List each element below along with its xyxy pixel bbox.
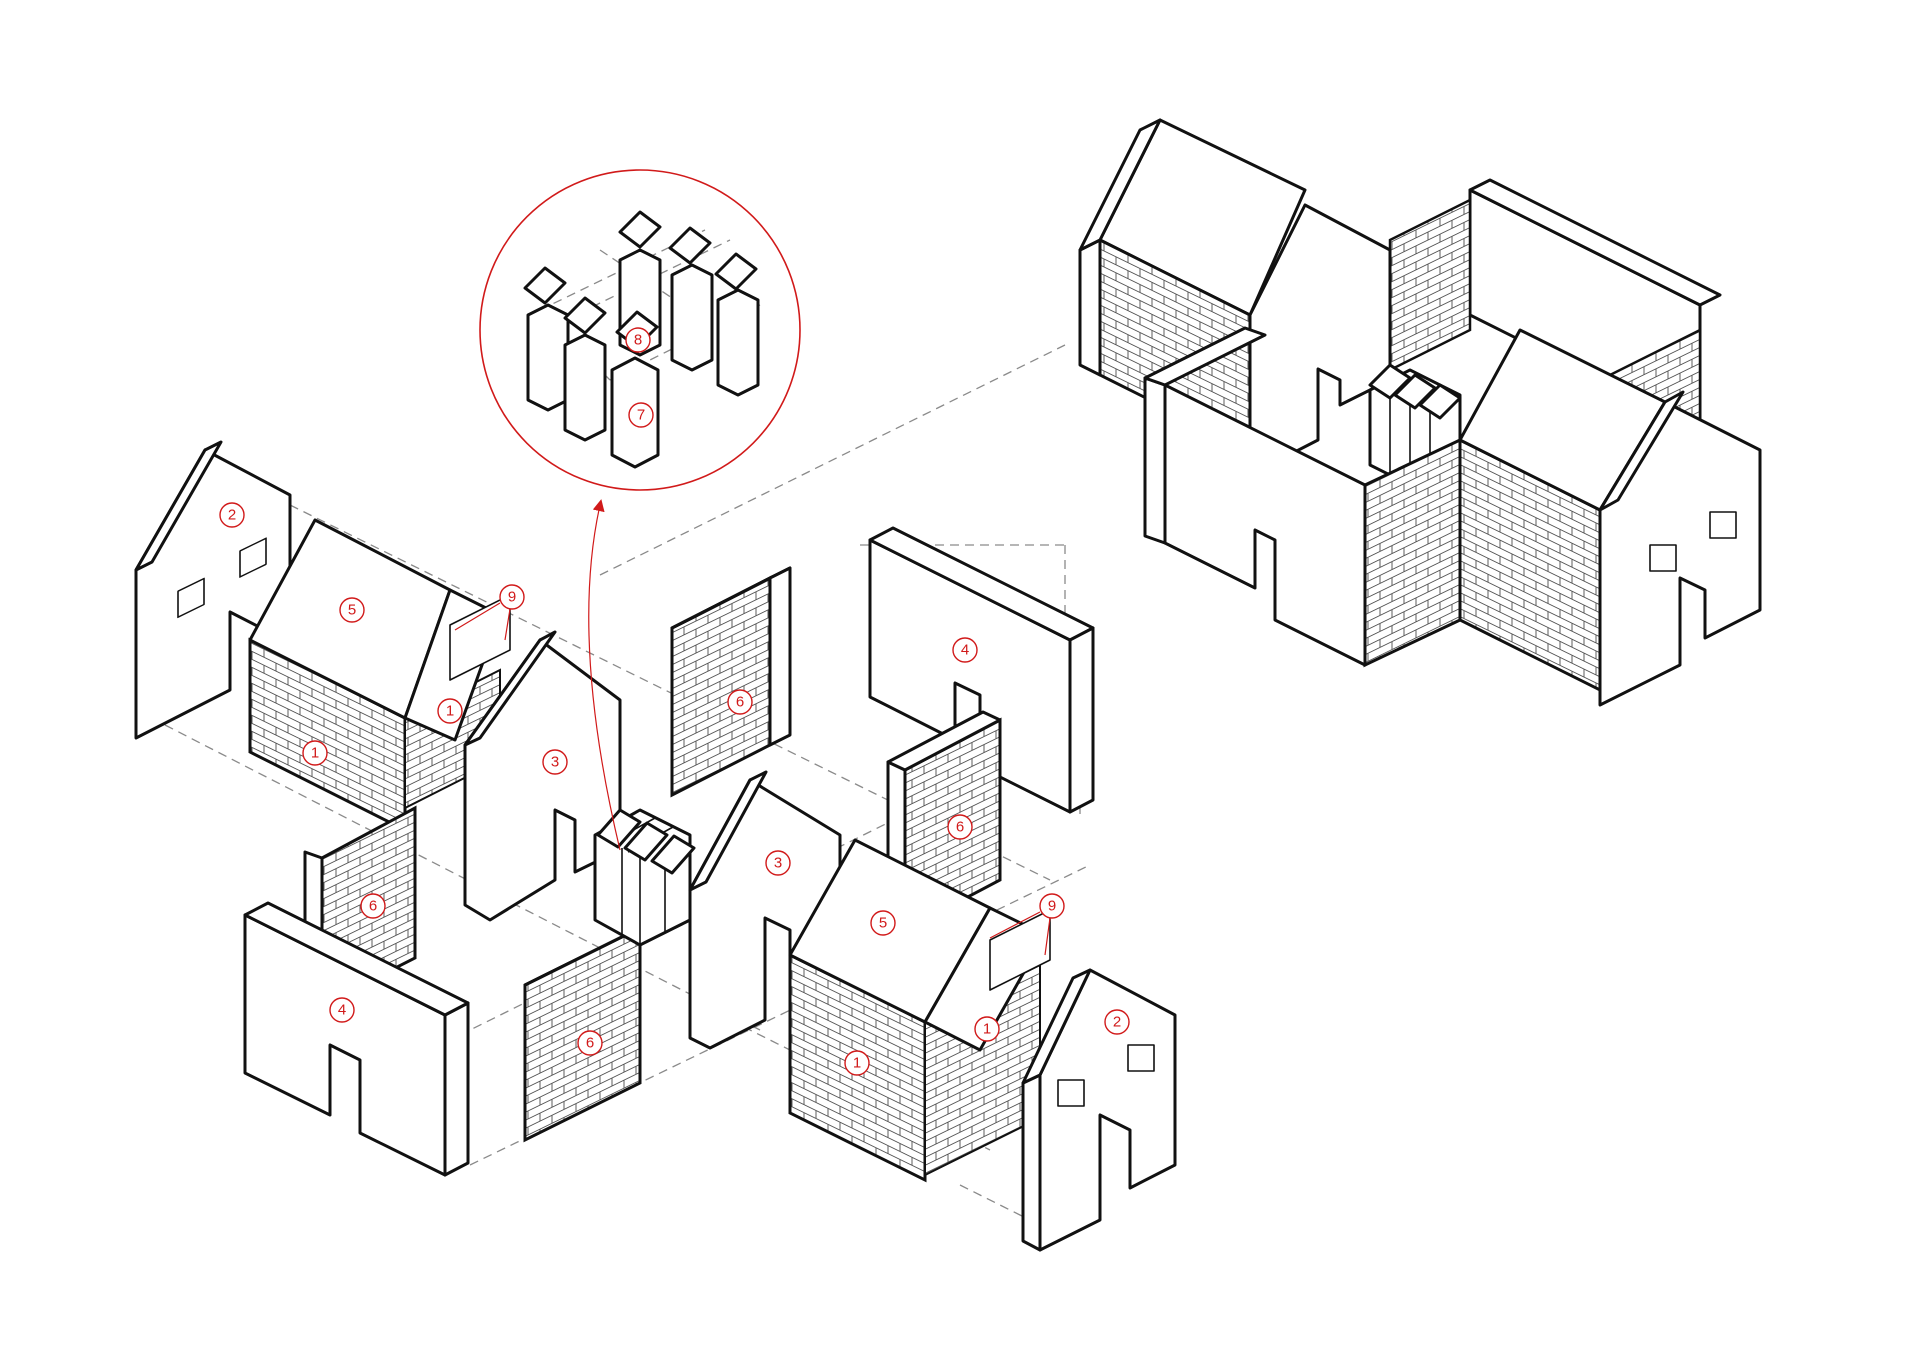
gable-end-wall-left xyxy=(134,440,292,740)
label-brick-panel-center-left: 6 xyxy=(360,893,386,919)
svg-text:5: 5 xyxy=(879,915,887,932)
label-column: 7 xyxy=(628,402,654,428)
label-column-cap: 8 xyxy=(625,327,651,353)
svg-text:3: 3 xyxy=(774,855,782,872)
label-brick-wall-right-a: 1 xyxy=(844,1050,870,1076)
door-wall-4-back xyxy=(868,526,1095,814)
gutter-leader-left xyxy=(454,602,511,641)
label-brick-wall-left-b: 1 xyxy=(437,698,463,724)
brick-house-right xyxy=(788,838,1051,1183)
svg-text:1: 1 xyxy=(853,1055,861,1072)
label-roof-right: 5 xyxy=(870,910,896,936)
gable-end-wall-right xyxy=(1021,968,1177,1252)
gutter-leader-right xyxy=(989,911,1051,956)
svg-text:3: 3 xyxy=(551,754,559,771)
label-roof-left: 5 xyxy=(339,597,365,623)
label-gable-wall-right: 3 xyxy=(765,850,791,876)
svg-text:4: 4 xyxy=(338,1002,346,1019)
part-labels: 2 5 1 1 9 3 6 4 6 6 4 6 3 5 9 1 1 2 xyxy=(219,502,1130,1076)
label-gable-wall-left: 3 xyxy=(542,749,568,775)
label-brick-panel-back: 6 xyxy=(727,689,753,715)
brick-panel-6-front xyxy=(523,916,662,1143)
svg-text:6: 6 xyxy=(736,694,744,711)
gable-wall-3-left xyxy=(463,630,622,922)
svg-text:1: 1 xyxy=(983,1021,991,1038)
detail-columns xyxy=(523,210,761,469)
detail-callout: 8 7 xyxy=(479,169,801,491)
svg-text:8: 8 xyxy=(634,332,642,349)
svg-text:9: 9 xyxy=(1048,898,1056,915)
label-door-wall-back: 4 xyxy=(952,637,978,663)
label-brick-panel-right: 6 xyxy=(947,814,973,840)
gable-wall-3-right xyxy=(688,770,842,1050)
label-gutter-left: 9 xyxy=(499,584,525,610)
label-brick-wall-left-a: 1 xyxy=(302,740,328,766)
svg-text:2: 2 xyxy=(228,507,236,524)
label-gable-end-wall-right: 2 xyxy=(1104,1009,1130,1035)
label-gable-end-wall-left: 2 xyxy=(219,502,245,528)
assembled-building xyxy=(1078,118,1762,707)
svg-text:2: 2 xyxy=(1113,1014,1121,1031)
svg-text:6: 6 xyxy=(586,1035,594,1052)
svg-text:5: 5 xyxy=(348,602,356,619)
svg-text:9: 9 xyxy=(508,589,516,606)
svg-text:1: 1 xyxy=(311,745,319,762)
callout-arrow xyxy=(588,499,621,851)
label-gutter-right: 9 xyxy=(1039,893,1065,919)
svg-text:6: 6 xyxy=(956,819,964,836)
svg-text:1: 1 xyxy=(446,703,454,720)
svg-text:7: 7 xyxy=(637,407,645,424)
label-brick-panel-front: 6 xyxy=(577,1030,603,1056)
svg-text:6: 6 xyxy=(369,898,377,915)
brick-panel-6-back xyxy=(670,566,792,798)
svg-text:4: 4 xyxy=(961,642,969,659)
label-door-wall-left: 4 xyxy=(329,997,355,1023)
column-cluster-center xyxy=(593,808,696,947)
label-brick-wall-right-b: 1 xyxy=(974,1016,1000,1042)
door-wall-4-left xyxy=(243,901,470,1177)
